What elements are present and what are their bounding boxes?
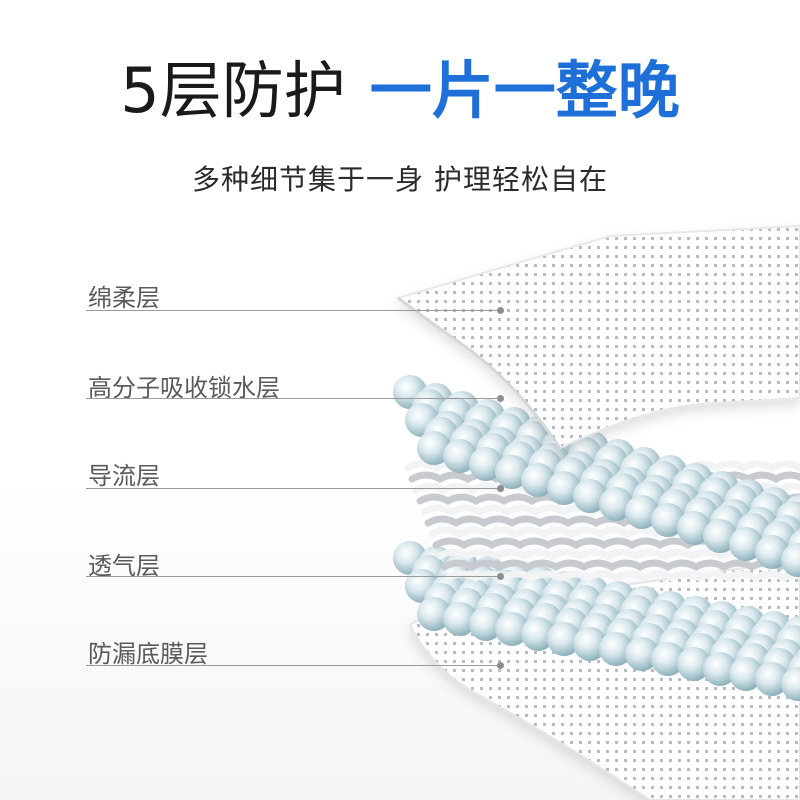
absorbent-bead xyxy=(729,657,763,691)
layer-label-breathable: 透气层 xyxy=(88,552,160,580)
layers-illustration xyxy=(393,224,800,800)
absorbent-bead xyxy=(755,535,789,569)
subtitle: 多种细节集于一身 护理轻松自在 xyxy=(192,163,608,196)
absorbent-bead xyxy=(781,543,800,577)
absorbent-bead xyxy=(443,439,477,473)
absorbent-bead xyxy=(495,455,529,489)
absorbent-bead xyxy=(469,447,503,481)
soft-top-sheet-layer xyxy=(395,224,800,450)
leader-dot xyxy=(497,485,504,492)
wave-ridge xyxy=(444,570,800,583)
absorbent-bead xyxy=(677,647,711,681)
absorbent-bead xyxy=(417,431,451,465)
layer-label-absorbent: 高分子吸收锁水层 xyxy=(88,374,280,402)
leader-line xyxy=(86,576,500,577)
absorbent-bead xyxy=(599,632,633,666)
absorbent-bead xyxy=(547,471,581,505)
leader-dot xyxy=(497,573,504,580)
absorbent-bead xyxy=(625,637,659,671)
layer-label-diversion: 导流层 xyxy=(88,462,160,490)
absorbent-bead xyxy=(443,602,477,636)
layer-label-leakproof: 防漏底膜层 xyxy=(88,640,208,668)
headline-overnight-text: 一片一整晚 xyxy=(369,54,680,127)
absorbent-bead xyxy=(729,527,763,561)
headline-protection-text: 5层防护 xyxy=(120,54,346,127)
wave-ridge xyxy=(440,559,800,572)
absorbent-bead xyxy=(677,511,711,545)
absorbent-bead xyxy=(573,479,607,513)
leader-line xyxy=(86,488,500,489)
absorbent-bead xyxy=(755,662,789,696)
absorbent-bead xyxy=(495,612,529,646)
absorbent-bead xyxy=(469,607,503,641)
leader-line xyxy=(86,665,500,666)
absorbent-bead xyxy=(625,495,659,529)
leader-dot xyxy=(497,395,504,402)
absorbent-bead xyxy=(651,503,685,537)
absorbent-bead xyxy=(573,627,607,661)
absorbent-bead xyxy=(521,617,555,651)
absorbent-bead xyxy=(547,622,581,656)
leader-line xyxy=(86,310,500,311)
leader-line xyxy=(86,398,500,399)
absorbent-bead xyxy=(417,597,451,631)
absorbent-bead xyxy=(521,463,555,497)
absorbent-bead xyxy=(651,642,685,676)
breathable-bead-layer xyxy=(393,541,800,701)
absorbent-bead xyxy=(703,652,737,686)
absorbent-bead xyxy=(599,487,633,521)
absorbent-bead xyxy=(781,667,800,701)
absorbent-bead xyxy=(703,519,737,553)
leader-dot xyxy=(497,307,504,314)
layer-label-soft: 绵柔层 xyxy=(88,284,160,312)
headline: 5层防护一片一整晚 xyxy=(0,46,800,136)
leader-dot xyxy=(497,662,504,669)
